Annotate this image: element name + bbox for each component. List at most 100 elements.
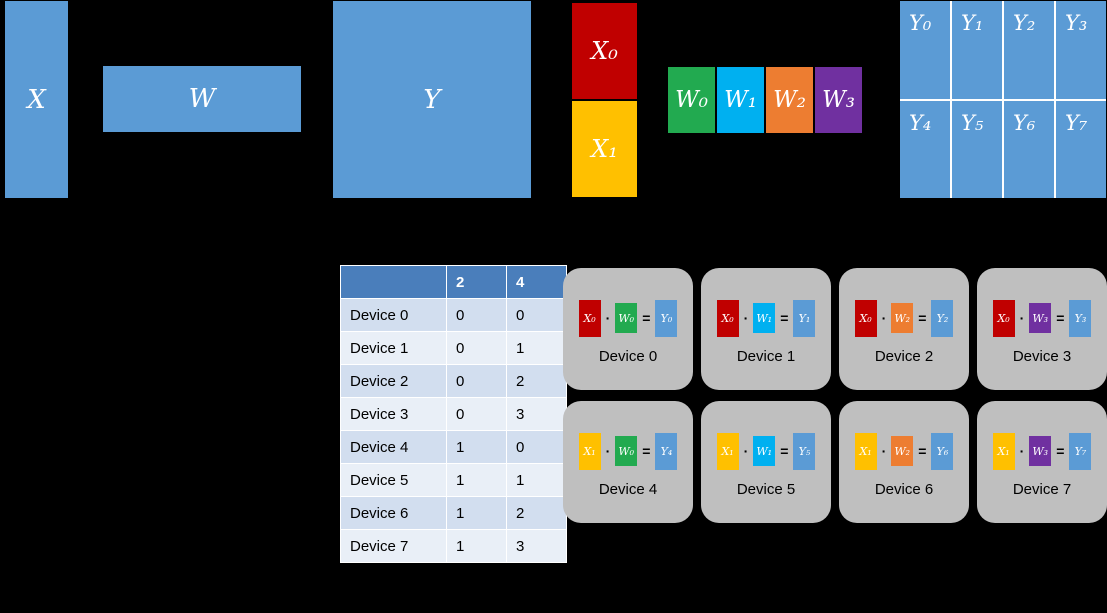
y-shard: Y₄ [655,432,678,470]
equals-operator: = [1056,310,1065,326]
table-cell: Device 1 [340,331,447,365]
device-name: Device 4 [598,480,658,498]
table-row: Device 2 0 2 [340,364,567,398]
x-shard: X₁ [992,432,1015,470]
table-cell: Device 2 [340,364,447,398]
device-card-7: X₁ · W₃ = Y₇ Device 7 [977,401,1107,523]
x-shards-column: X₀ X₁ [572,3,637,197]
table-cell: 1 [506,331,567,365]
w1-shard: W₁ [717,67,764,133]
device-card-3: X₀ · W₃ = Y₃ Device 3 [977,268,1107,390]
device-name: Device 7 [1012,480,1072,498]
y7-shard: Y₇ [1056,100,1106,198]
table-row: Device 3 0 3 [340,397,567,431]
table-cell: 3 [506,529,567,563]
w-shard: W₃ [1029,436,1052,466]
dot-operator: · [743,310,749,326]
dot-operator: · [881,310,887,326]
table-cell: Device 5 [340,463,447,497]
table-header-row: 2 4 [340,265,567,299]
w-shard: W₁ [753,303,776,333]
x-shard: X₀ [992,299,1015,337]
table-cell: Device 0 [340,298,447,332]
table-cell: Device 4 [340,430,447,464]
device-card-0: X₀ · W₀ = Y₀ Device 0 [563,268,693,390]
w-shard: W₂ [891,303,914,333]
table-cell: 3 [506,397,567,431]
dot-operator: · [1019,310,1025,326]
matrix-y: Y [333,1,531,198]
device-equation: X₁ · W₃ = Y₇ [992,432,1092,470]
table-cell: Device 3 [340,397,447,431]
y-shards-grid: Y₀ Y₁ Y₂ Y₃ Y₄ Y₅ Y₆ Y₇ [900,1,1106,198]
x-shard: X₁ [578,432,601,470]
device-equation: X₀ · W₃ = Y₃ [992,299,1092,337]
x-shard: X₀ [578,299,601,337]
table-cell: 1 [446,463,507,497]
w-shard: W₁ [753,436,776,466]
dot-operator: · [881,443,887,459]
table-cell: Device 6 [340,496,447,530]
device-card-4: X₁ · W₀ = Y₄ Device 4 [563,401,693,523]
y0-shard: Y₀ [900,1,950,99]
w-shards-row: W₀ W₁ W₂ W₃ [668,67,862,133]
y1-shard: Y₁ [952,1,1002,99]
y-shard: Y₇ [1069,432,1092,470]
device-card-1: X₀ · W₁ = Y₁ Device 1 [701,268,831,390]
device-name: Device 1 [736,347,796,365]
w-shard: W₃ [1029,303,1052,333]
equals-operator: = [780,310,789,326]
y-shard: Y₂ [931,299,954,337]
table-cell: 1 [506,463,567,497]
y-shard: Y₀ [655,299,678,337]
table-cell: 2 [506,496,567,530]
x-shard: X₀ [716,299,739,337]
y-shard: Y₆ [931,432,954,470]
table-row: Device 1 0 1 [340,331,567,365]
x0-shard: X₀ [572,3,637,99]
y4-shard: Y₄ [900,100,950,198]
device-equation: X₁ · W₀ = Y₄ [578,432,678,470]
device-name: Device 3 [1012,347,1072,365]
dot-operator: · [605,443,611,459]
device-card-5: X₁ · W₁ = Y₅ Device 5 [701,401,831,523]
x1-shard: X₁ [572,101,637,197]
table-header-blank [340,265,447,299]
dot-operator: · [605,310,611,326]
device-name: Device 5 [736,480,796,498]
y6-shard: Y₆ [1004,100,1054,198]
y5-shard: Y₅ [952,100,1002,198]
y3-shard: Y₃ [1056,1,1106,99]
w0-shard: W₀ [668,67,715,133]
equals-operator: = [1056,443,1065,459]
table-cell: 0 [446,364,507,398]
table-cell: 1 [446,529,507,563]
table-row: Device 0 0 0 [340,298,567,332]
equals-operator: = [918,443,927,459]
table-cell: 0 [506,298,567,332]
device-name: Device 0 [598,347,658,365]
device-equation: X₀ · W₁ = Y₁ [716,299,816,337]
device-name: Device 6 [874,480,934,498]
device-equation: X₁ · W₂ = Y₆ [854,432,954,470]
table-cell: 1 [446,496,507,530]
table-cell: 2 [506,364,567,398]
device-equation: X₀ · W₀ = Y₀ [578,299,678,337]
w3-shard: W₃ [815,67,862,133]
dot-operator: · [743,443,749,459]
x-shard: X₀ [854,299,877,337]
table-cell: 0 [446,397,507,431]
w2-shard: W₂ [766,67,813,133]
equals-operator: = [780,443,789,459]
dot-operator: · [1019,443,1025,459]
matrix-x: X [5,1,68,198]
device-card-6: X₁ · W₂ = Y₆ Device 6 [839,401,969,523]
x-shard: X₁ [854,432,877,470]
table-header-axis1: 4 [506,265,567,299]
table-row: Device 7 1 3 [340,529,567,563]
device-placement-table: 2 4 Device 0 0 0 Device 1 0 1 Device 2 0… [340,265,567,563]
equals-operator: = [918,310,927,326]
table-header-axis0: 2 [446,265,507,299]
device-name: Device 2 [874,347,934,365]
